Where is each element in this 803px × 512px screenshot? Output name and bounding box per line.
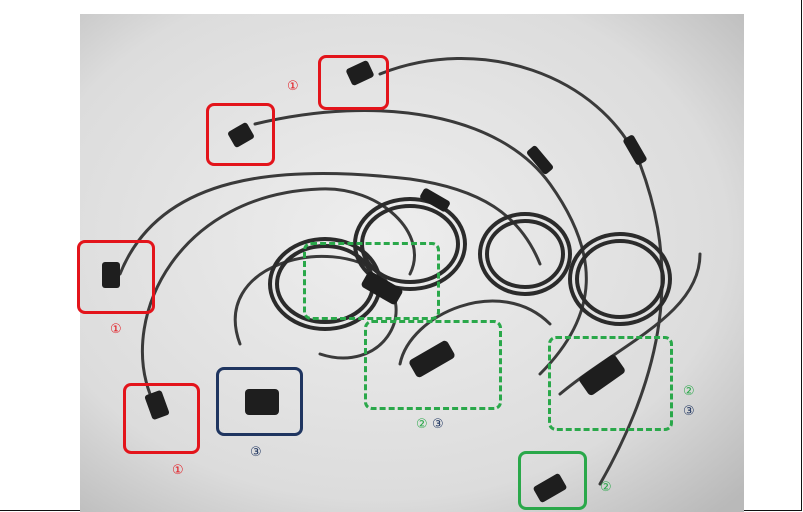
label-right-green: ②	[683, 384, 695, 399]
label-right-navy: ③	[683, 404, 695, 419]
cable-photo	[80, 14, 744, 512]
label-navy: ③	[250, 445, 262, 460]
connector-box-green-bottom	[518, 451, 587, 510]
connector-box-red-top	[318, 55, 389, 110]
connector-box-red-bottom	[123, 383, 200, 454]
connector-box-red-left	[77, 240, 155, 314]
label-red-top: ①	[287, 79, 299, 94]
connector-box-dashed-top	[303, 242, 440, 320]
label-mid-navy: ③	[432, 417, 444, 432]
label-red-bottom: ①	[172, 463, 184, 478]
connector-box-red-upper	[206, 103, 275, 166]
label-bottom-green: ②	[600, 480, 612, 495]
label-mid-green: ②	[416, 417, 428, 432]
connector-box-dashed-middle	[364, 320, 502, 410]
connector-box-navy	[216, 367, 303, 436]
label-red-left: ①	[110, 322, 122, 337]
connector-box-dashed-right	[548, 336, 673, 431]
